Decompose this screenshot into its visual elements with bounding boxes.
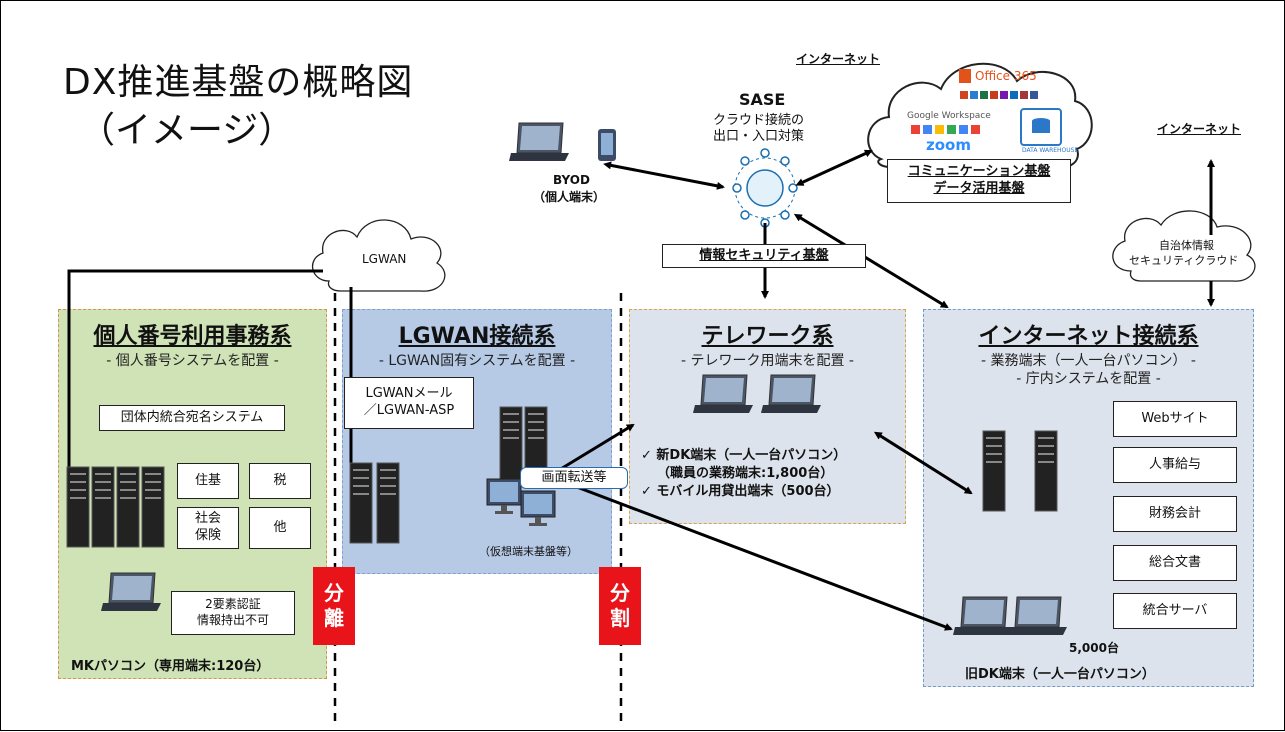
zone-lgwan-subtitle: - LGWAN固有システムを配置 - <box>378 353 576 369</box>
server-icon <box>91 466 115 548</box>
system-box-bunsho: 総合文書 <box>1113 545 1237 581</box>
byod-line2: （個人端末） <box>533 190 606 204</box>
zone-mynumber-title: 個人番号利用事務系 <box>93 324 292 349</box>
olddk-label: 旧DK端末（一人一台パソコン） <box>965 667 1155 682</box>
bunri-char2: 離 <box>324 606 344 630</box>
google-label: Google Workspace <box>907 111 991 121</box>
zone-telework-title: テレワーク系 <box>701 324 834 349</box>
server-icon <box>982 430 1006 512</box>
system-box-zaimu: 財務会計 <box>1113 496 1237 532</box>
office-app-icons <box>960 91 1038 99</box>
server-icon <box>499 406 523 488</box>
services-footer2: データ活用基盤 <box>933 181 1025 196</box>
server-icon <box>116 466 140 548</box>
bunkatsu-char1: 分 <box>610 581 630 605</box>
server-icon <box>66 466 90 548</box>
zei-box: 税 <box>249 463 311 499</box>
tele-laptop-icon <box>692 374 754 414</box>
tele-laptop-icon <box>760 374 822 414</box>
auth-line1: 2要素認証 <box>205 597 261 612</box>
byod-line1: BYOD <box>553 173 590 187</box>
services-footer1: コミュニケーション基盤 <box>907 164 1051 180</box>
zoom-label: zoom <box>926 136 971 154</box>
separation-tag-bunri: 分 離 <box>313 567 355 645</box>
system-box-jinji: 人事給与 <box>1113 447 1237 483</box>
byod-laptop-icon <box>508 122 570 162</box>
security-cloud-line2: セキュリティクラウド <box>1129 254 1239 267</box>
zone-internet-subtitle2: - 庁内システムを配置 - <box>1016 371 1161 387</box>
olddk-count: 5,000台 <box>1069 641 1119 655</box>
arrow-vdi-olddk <box>560 479 953 631</box>
sase-line1: クラウド接続の <box>713 113 805 128</box>
sase-icon <box>732 148 798 228</box>
zone-internet-subtitle1: - 業務端末（一人一台パソコン） - <box>980 353 1196 369</box>
zone-internet-title: インターネット接続系 <box>978 324 1199 349</box>
auth-line2: 情報持出不可 <box>196 613 269 627</box>
zone-mynumber-subtitle: - 個人番号システムを配置 - <box>106 353 279 369</box>
google-app-icons <box>911 125 980 134</box>
page-title: DX推進基盤の概略図 <box>63 62 414 103</box>
lgwan-mail-box: LGWANメール ／LGWAN-ASP <box>344 377 474 429</box>
security-cloud-line1: 自治体情報 <box>1159 239 1214 252</box>
services-footer-box: コミュニケーション基盤 データ活用基盤 <box>887 159 1071 203</box>
telework-item1: ✓ 新DK端末（一人一台パソコン） <box>641 448 847 463</box>
vdi-monitor-icon <box>486 478 522 515</box>
mk-label: MKパソコン（専用端末:120台） <box>71 659 270 674</box>
security-platform-label: 情報セキュリティ基盤 <box>699 247 829 263</box>
server-icon <box>376 462 400 544</box>
separation-tag-bunkatsu: 分 割 <box>599 567 641 645</box>
dwh-label: DATA WAREHOUSE <box>1022 147 1079 154</box>
lgwan-cloud <box>312 219 446 292</box>
office-label: Office 365 <box>975 69 1037 83</box>
lgwan-line-left <box>67 269 323 539</box>
ta-box: 他 <box>249 507 311 549</box>
sase-line2: 出口・入口対策 <box>713 129 805 144</box>
arrow-sase-cloud <box>795 149 873 186</box>
office-logo <box>959 69 971 83</box>
dantai-system-box: 団体内統合宛名システム <box>99 405 285 431</box>
server-icon <box>349 462 373 544</box>
internet-right-label: インターネット <box>1157 122 1242 136</box>
server-icon <box>141 466 165 548</box>
mk-laptop-icon <box>100 572 162 612</box>
shakai-line1: 社会 <box>194 511 221 527</box>
screen-transfer-box: 画面転送等 <box>520 467 628 489</box>
zone-telework-subtitle: - テレワーク用端末を配置 - <box>680 353 854 369</box>
vdi-label: （仮想端末基盤等） <box>479 545 578 558</box>
data-warehouse-icon <box>1020 108 1062 146</box>
byod-phone-icon <box>598 129 616 161</box>
arrow-tele-servers <box>873 431 973 495</box>
lgwan-mail-line2: ／LGWAN-ASP <box>363 403 455 418</box>
telework-item2: ✓ モバイル用貸出端末（500台） <box>641 484 840 499</box>
shakai-box: 社会 保険 <box>177 507 239 549</box>
auth-box: 2要素認証 情報持出不可 <box>171 591 295 635</box>
zone-lgwan-title: LGWAN接続系 <box>398 324 556 349</box>
lgwan-mail-line1: LGWANメール <box>365 386 453 402</box>
arrow-byod-sase <box>603 161 725 190</box>
system-box-server: 統合サーバ <box>1113 593 1237 629</box>
security-cloud <box>1112 210 1256 282</box>
telework-item1-sub: （職員の業務端末:1,800台） <box>657 466 834 481</box>
olddk-laptop-icon <box>952 596 1014 636</box>
vdi-monitor-icon <box>520 490 556 527</box>
zone-telework: テレワーク系 - テレワーク用端末を配置 - <box>629 309 906 524</box>
internet-top-label: インターネット <box>796 52 881 66</box>
olddk-laptop-icon <box>1006 596 1068 636</box>
system-box-web: Webサイト <box>1113 401 1237 437</box>
security-platform-box: 情報セキュリティ基盤 <box>662 244 866 268</box>
arrow-sase-internet <box>793 213 949 309</box>
server-icon <box>1034 430 1058 512</box>
sase-title: SASE <box>739 90 786 109</box>
page-subtitle: （イメージ） <box>79 110 295 151</box>
shakai-line2: 保険 <box>194 528 221 543</box>
bunkatsu-char2: 割 <box>610 606 630 630</box>
juki-box: 住基 <box>177 463 239 499</box>
bunri-char1: 分 <box>324 581 344 605</box>
lgwan-cloud-label: LGWAN <box>362 252 407 266</box>
